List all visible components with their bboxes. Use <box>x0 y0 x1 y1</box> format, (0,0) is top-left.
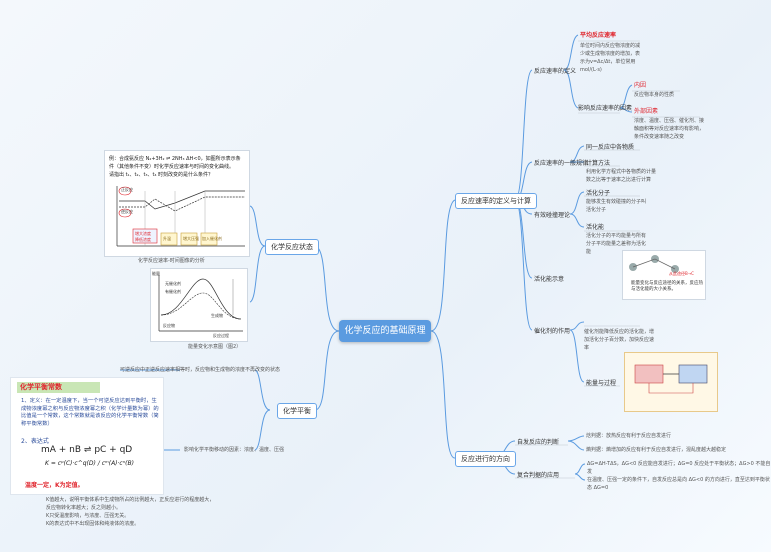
catalyst-role[interactable]: 催化剂的作用 <box>534 328 571 335</box>
graph-label-catalyst: 加入催化剂 <box>202 236 222 241</box>
graph-label-forward: 正反应 <box>121 187 133 192</box>
graph-label-increase-conc: 增大浓度 <box>135 231 151 236</box>
rate-factors[interactable]: 影响反应速率的因素 <box>578 105 633 112</box>
rate-definition-red: 平均反应速率 <box>580 32 617 39</box>
activation-image-caption1: 从此途径B→C <box>669 271 694 276</box>
energy-label-product: 生成物 <box>211 313 223 318</box>
collision-theory[interactable]: 有效碰撞理论 <box>534 212 571 219</box>
rate-same-reaction: 同一反应中各物质 <box>586 144 635 151</box>
combined-criterion-text1: ΔG=ΔH-TΔS，ΔG<0 反应能自发进行；ΔG=0 反应处于平衡状态；ΔG>… <box>587 461 771 475</box>
rate-calc-method-text: 利用化学方程式中各物质的计量数之比等于速率之比进行计算 <box>586 169 657 183</box>
combined-criterion-text2: 在温度、压强一定的条件下，自发反应总是向 ΔG<0 的方向进行，直至达到平衡状态… <box>587 477 770 491</box>
rate-factors-internal-text: 反应物本身的性质 <box>634 92 675 98</box>
equilibrium-constant-card: 化学平衡常数 1、定义：在一定温度下，当一个可逆反应达到平衡时，生成物浓度幂之积… <box>10 377 164 495</box>
equilibrium-constant-expression-label: 2、表达式 <box>21 438 49 445</box>
spontaneous-judgement[interactable]: 自发反应的判断 <box>517 439 560 446</box>
equilibrium-definition[interactable]: 可逆反应中正逆反应速率相等时，反应物和生成物的浓度不再改变的状态 <box>120 367 281 373</box>
k-footnote-2: 反应物转化率越大；反之则越小。 <box>46 505 122 511</box>
energy-process-figure <box>634 364 708 394</box>
energy-label-catalyst: 有催化剂 <box>165 289 181 294</box>
rate-time-graph <box>116 186 245 247</box>
activation-energy-image: 从此途径B→C 能量变化与反应途径的关系，反应热与活化能的大小关系。 <box>622 250 706 300</box>
entropy-criterion: 熵判据：熵增加的反应有利于反应自发进行，混乱度越大越稳定 <box>586 447 727 453</box>
activated-molecule: 活化分子 <box>586 190 611 197</box>
rate-definition[interactable]: 反应速率的定义 <box>534 68 577 75</box>
rate-definition-text: 单位时间内反应物浓度的减少或生成物浓度的增加，表示为v=Δc/Δt，单位常用mo… <box>580 43 641 73</box>
activated-molecule-text: 能够发生有效碰撞的分子叫活化分子 <box>586 199 647 213</box>
energy-label-no-catalyst: 无催化剂 <box>165 281 181 286</box>
energy-diagram <box>158 275 243 332</box>
energy-process-label[interactable]: 能量与过程 <box>586 380 617 387</box>
activation-energy-text: 活化分子的平均能量与所有分子平均能量之差称为活化能 <box>586 233 647 255</box>
rate-time-question2: 请指出 t₁、t₂、t₃、t₄ 时刻改变的是什么条件？ <box>109 172 214 178</box>
rate-time-panel: 例：合成氨反应 N₂+3H₂ ⇌ 2NH₃ ΔH<0，如图所示表示条件（其他条件… <box>104 150 250 257</box>
root-node[interactable]: 化学反应的基础原理 <box>339 320 431 342</box>
graph-label-heat: 升温 <box>163 236 171 241</box>
k-footnote-3: K只受温度影响，与浓度、压强无关。 <box>46 513 130 519</box>
catalyst-role-text: 催化剂能降低反应的活化能，增加活化分子百分数，加快反应速率 <box>584 329 655 351</box>
enthalpy-criterion: 焓判据：放热反应有利于反应自发进行 <box>586 433 672 439</box>
energy-label-process: 反应过程 <box>213 333 229 338</box>
rate-factors-internal: 内因 <box>634 82 647 89</box>
activation-diagram-label[interactable]: 活化能示意 <box>534 276 565 283</box>
branch-reaction-state[interactable]: 化学反应状态 <box>265 239 319 255</box>
graph-label-decrease-conc: 降低浓度 <box>135 237 151 242</box>
energy-diagram-panel: 无催化剂 有催化剂 生成物 反应物 反应过程 能量 <box>150 268 248 342</box>
k-footnote-4: K的表达式中不出现固体和纯液体的浓度。 <box>46 521 140 527</box>
equilibrium-factors[interactable]: 影响化学平衡移动的因素：浓度、温度、压强 <box>184 447 285 453</box>
equilibrium-k-note: 温度一定，K为定值。 <box>25 482 84 489</box>
branch-direction[interactable]: 反应进行的方向 <box>455 451 516 467</box>
rate-factors-external: 外部因素 <box>634 108 659 115</box>
rate-general-rule[interactable]: 反应速率的一般规律 <box>534 160 589 167</box>
branch-equilibrium[interactable]: 化学平衡 <box>277 403 317 419</box>
rate-time-caption: 化学反应速率-时间图像的分析 <box>138 258 205 264</box>
combined-criterion[interactable]: 复合判据的应用 <box>517 472 560 479</box>
k-footnote-1: K值越大，说明平衡体系中生成物所占的比例越大，正反应进行的程度越大， <box>46 497 215 503</box>
graph-label-reverse: 逆反应 <box>121 209 133 214</box>
activation-energy: 活化能 <box>586 224 605 231</box>
branch-rate[interactable]: 反应速率的定义与计算 <box>455 193 537 209</box>
activation-image-caption2: 能量变化与反应途径的关系，反应热与活化能的大小关系。 <box>631 281 703 292</box>
energy-process-image <box>624 352 718 412</box>
activation-pathway-figure <box>629 255 679 273</box>
graph-label-pressure: 增大压强 <box>183 236 199 241</box>
equilibrium-constant-title: 化学平衡常数 <box>17 382 100 393</box>
energy-label-energy: 能量 <box>152 271 160 276</box>
energy-label-reactant: 反应物 <box>163 323 175 328</box>
rate-calc-method: 计算方法 <box>586 160 611 167</box>
energy-diagram-caption: 能量变化示意图（图2） <box>188 344 242 350</box>
rate-time-question: 例：合成氨反应 N₂+3H₂ ⇌ 2NH₃ ΔH<0，如图所示表示条件（其他条件… <box>109 156 241 170</box>
equilibrium-equation: mA + nB ⇌ pC + qD <box>41 445 133 455</box>
equilibrium-constant-definition: 1、定义：在一定温度下，当一个可逆反应达到平衡时，生成物浓度幂之积与反应物浓度幂… <box>21 398 159 427</box>
equilibrium-k-expression: K = cᵖ(C)·c^q(D) / cᵐ(A)·cⁿ(B) <box>45 460 134 467</box>
rate-factors-external-text: 浓度、温度、压强、催化剂、接触面积等对反应速率均有影响，条件改变速率随之改变 <box>634 118 705 140</box>
